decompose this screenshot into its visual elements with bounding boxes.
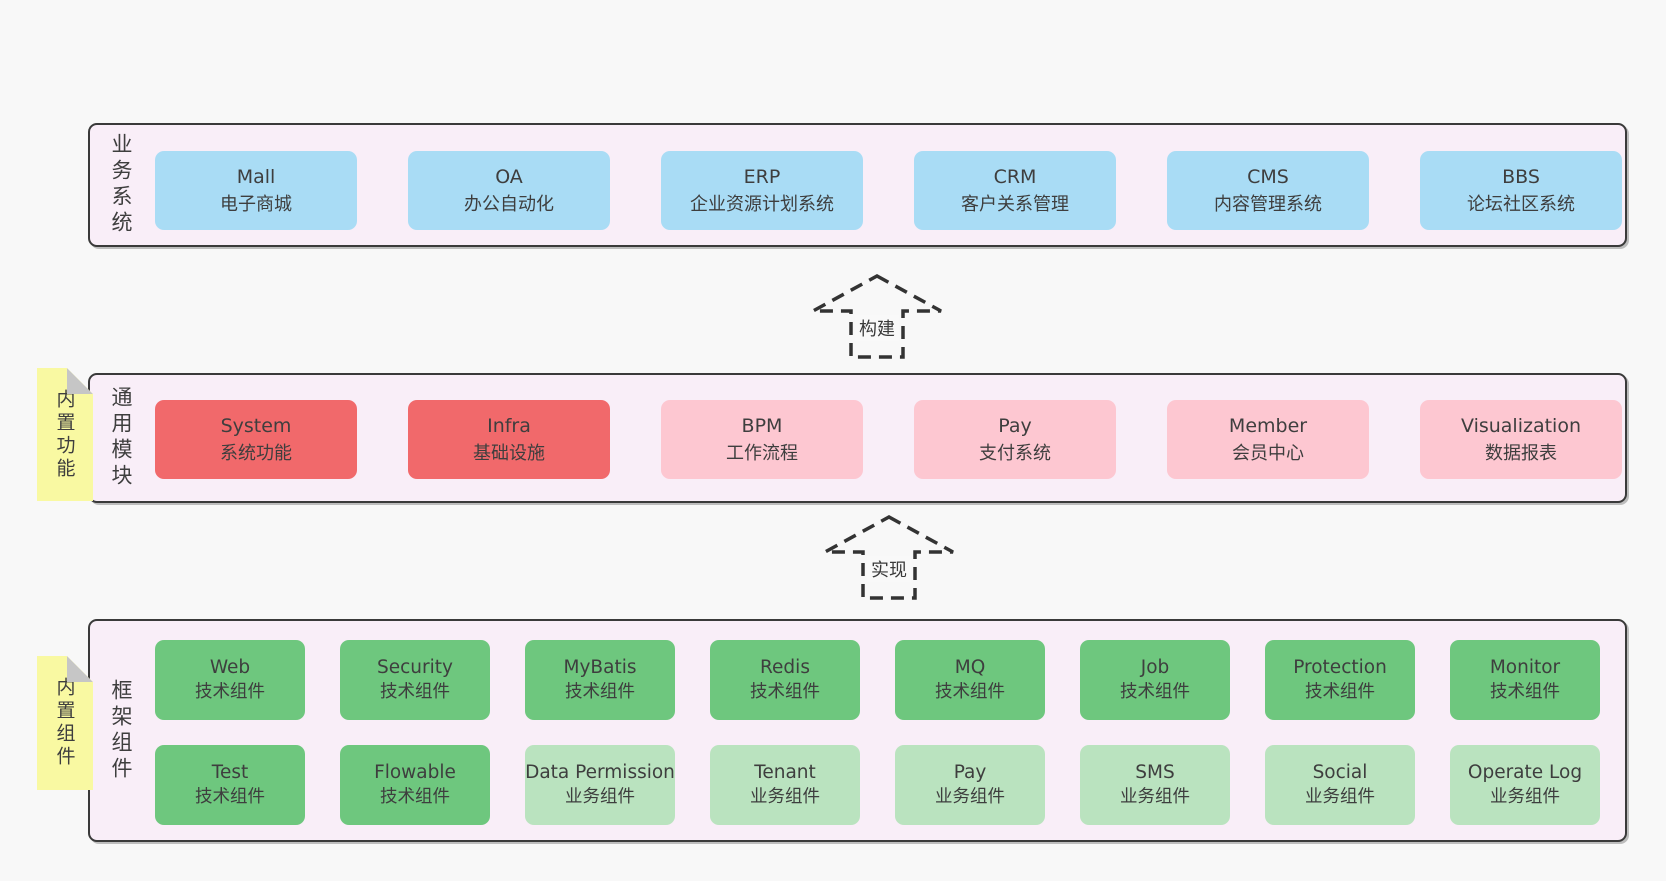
box-oa: OA 办公自动化 <box>408 151 610 230</box>
box-tenant: Tenant 业务组件 <box>710 745 860 825</box>
box-job: Job 技术组件 <box>1080 640 1230 720</box>
box-mall: Mall 电子商城 <box>155 151 357 230</box>
build-arrow-label: 构建 <box>855 315 899 341</box>
box-system: System 系统功能 <box>155 400 357 479</box>
box-test: Test 技术组件 <box>155 745 305 825</box>
business-systems-row: Mall 电子商城 OA 办公自动化 ERP 企业资源计划系统 CRM 客户关系… <box>155 151 1622 230</box>
box-bpm: BPM 工作流程 <box>661 400 863 479</box>
box-pay-system: Pay 支付系统 <box>914 400 1116 479</box>
builtin-components-sticky-note: 内置组件 <box>37 656 93 790</box>
framework-components-label: 框架组件 <box>109 678 133 783</box>
box-infra: Infra 基础设施 <box>408 400 610 479</box>
box-protection: Protection 技术组件 <box>1265 640 1415 720</box>
box-mq: MQ 技术组件 <box>895 640 1045 720</box>
box-member: Member 会员中心 <box>1167 400 1369 479</box>
implement-arrow-label: 实现 <box>867 556 911 582</box>
box-mybatis: MyBatis 技术组件 <box>525 640 675 720</box>
box-flowable: Flowable 技术组件 <box>340 745 490 825</box>
box-web: Web 技术组件 <box>155 640 305 720</box>
box-bbs: BBS 论坛社区系统 <box>1420 151 1622 230</box>
box-social: Social 业务组件 <box>1265 745 1415 825</box>
box-erp: ERP 企业资源计划系统 <box>661 151 863 230</box>
box-security: Security 技术组件 <box>340 640 490 720</box>
business-systems-label: 业务系统 <box>109 133 133 237</box>
box-cms: CMS 内容管理系统 <box>1167 151 1369 230</box>
box-sms: SMS 业务组件 <box>1080 745 1230 825</box>
framework-components-row-2: Test 技术组件 Flowable 技术组件 Data Permission … <box>155 745 1600 825</box>
framework-components-section: 框架组件 Web 技术组件 Security 技术组件 MyBatis 技术组件… <box>88 619 1627 842</box>
common-modules-label: 通用模块 <box>109 386 133 490</box>
box-redis: Redis 技术组件 <box>710 640 860 720</box>
box-monitor: Monitor 技术组件 <box>1450 640 1600 720</box>
box-visualization: Visualization 数据报表 <box>1420 400 1622 479</box>
business-systems-section: 业务系统 Mall 电子商城 OA 办公自动化 ERP 企业资源计划系统 CRM… <box>88 123 1627 247</box>
builtin-features-sticky-note: 内置功能 <box>37 368 93 501</box>
implement-arrow: 实现 <box>822 514 956 601</box>
box-data-permission: Data Permission 业务组件 <box>525 745 675 825</box>
build-arrow: 构建 <box>810 273 944 360</box>
common-modules-section: 通用模块 System 系统功能 Infra 基础设施 BPM 工作流程 Pay… <box>88 373 1627 503</box>
box-operate-log: Operate Log 业务组件 <box>1450 745 1600 825</box>
box-pay-component: Pay 业务组件 <box>895 745 1045 825</box>
common-modules-row: System 系统功能 Infra 基础设施 BPM 工作流程 Pay 支付系统… <box>155 400 1622 479</box>
framework-components-row-1: Web 技术组件 Security 技术组件 MyBatis 技术组件 Redi… <box>155 640 1600 720</box>
box-crm: CRM 客户关系管理 <box>914 151 1116 230</box>
